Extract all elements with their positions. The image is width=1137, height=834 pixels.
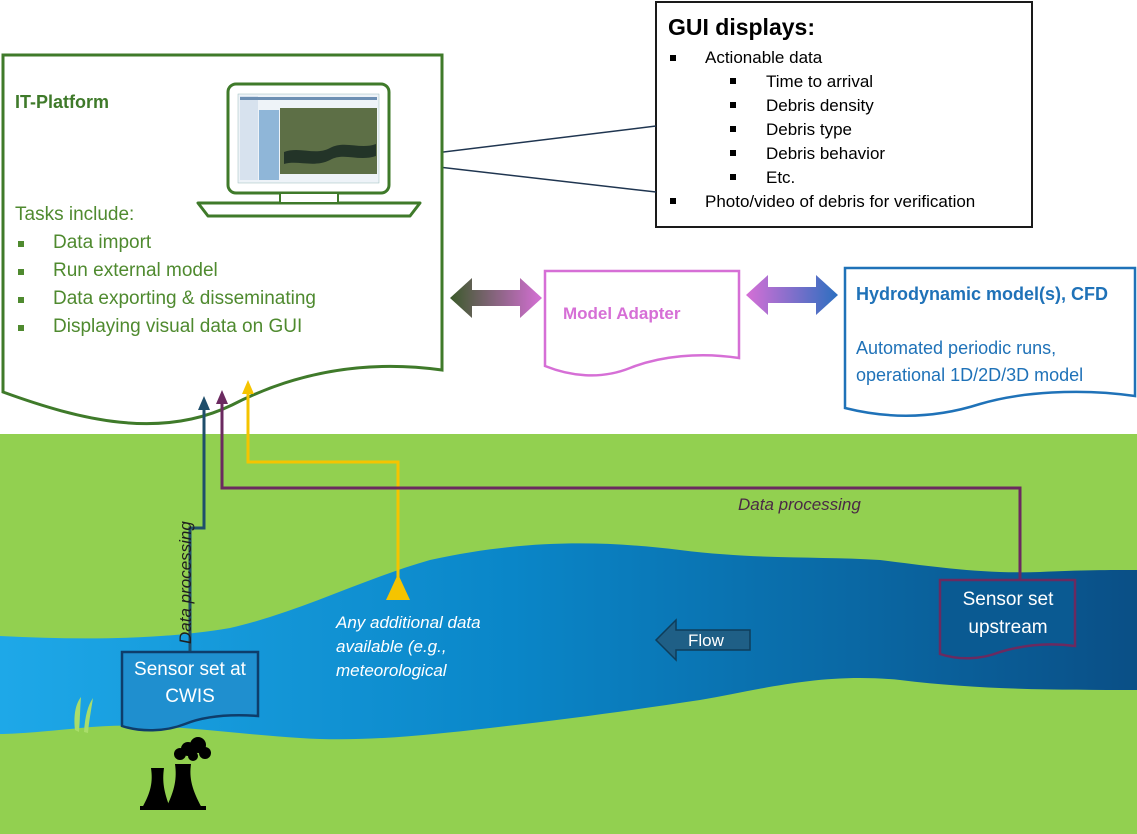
task-bullet bbox=[18, 297, 24, 303]
task-bullet bbox=[18, 269, 24, 275]
reeds-icon bbox=[74, 697, 93, 733]
hydro-model-box bbox=[843, 266, 1137, 417]
hydro-model-title: Hydrodynamic model(s), CFD bbox=[856, 284, 1109, 304]
gui-subitem-debris-behavior: Debris behavior bbox=[766, 144, 886, 163]
additional-data-arrowhead bbox=[242, 380, 254, 394]
sensor-upstream-box bbox=[938, 578, 1077, 660]
gui-sub-bullet bbox=[730, 150, 736, 156]
task-bullet bbox=[18, 241, 24, 247]
gui-bullet bbox=[670, 198, 676, 204]
gui-displays-box bbox=[655, 1, 1033, 228]
task-bullet bbox=[18, 325, 24, 331]
laptop-icon bbox=[196, 82, 422, 218]
gui-subitem-debris-density: Debris density bbox=[766, 96, 874, 115]
sensor-cwis-label: Sensor set at CWIS bbox=[134, 659, 246, 707]
gui-sub-bullet bbox=[730, 126, 736, 132]
task-run-external-model: Run external model bbox=[53, 260, 218, 281]
gui-displays-title: GUI displays: bbox=[668, 14, 815, 40]
additional-data-label: Any additional data available (e.g., met… bbox=[336, 613, 481, 680]
task-displaying-visual-data: Displaying visual data on GUI bbox=[53, 316, 303, 337]
cwis-data-arrowhead bbox=[198, 396, 210, 410]
power-plant-icon bbox=[140, 737, 211, 810]
gui-sub-bullet bbox=[730, 78, 736, 84]
flow-label: Flow bbox=[688, 631, 724, 650]
upstream-data-connector bbox=[220, 402, 1022, 580]
data-processing-label-upstream: Data processing bbox=[738, 495, 861, 514]
data-processing-label-cwis: Data processing bbox=[176, 521, 195, 644]
task-data-import: Data import bbox=[53, 232, 152, 253]
flow-arrow bbox=[654, 618, 751, 662]
gui-subitem-debris-type: Debris type bbox=[766, 120, 852, 139]
model-adapter-label: Model Adapter bbox=[563, 304, 681, 323]
sensor-upstream-label: Sensor set upstream bbox=[962, 589, 1054, 638]
adapter-hydro-arrow bbox=[746, 275, 838, 315]
gui-sub-bullet bbox=[730, 102, 736, 108]
gui-item-photo-video: Photo/video of debris for verification bbox=[705, 192, 976, 211]
gui-bullet bbox=[670, 55, 676, 61]
gui-item-actionable-data: Actionable data bbox=[705, 48, 823, 67]
additional-data-connector bbox=[246, 392, 400, 585]
gui-sub-bullet bbox=[730, 174, 736, 180]
hydro-model-description: Automated periodic runs, operational 1D/… bbox=[856, 338, 1084, 385]
tasks-heading: Tasks include: bbox=[15, 204, 135, 225]
task-data-exporting: Data exporting & disseminating bbox=[53, 288, 316, 309]
it-adapter-arrow bbox=[450, 278, 542, 318]
gui-subitem-etc: Etc. bbox=[766, 168, 796, 187]
it-platform-title: IT-Platform bbox=[15, 92, 110, 112]
river bbox=[0, 543, 1137, 740]
gui-subitem-time-to-arrival: Time to arrival bbox=[766, 72, 874, 91]
model-adapter-box bbox=[543, 269, 741, 377]
cwis-data-connector bbox=[188, 408, 206, 652]
upstream-data-arrowhead bbox=[216, 390, 228, 404]
sensor-cwis-box bbox=[120, 650, 260, 732]
additional-data-source-triangle bbox=[386, 574, 410, 600]
